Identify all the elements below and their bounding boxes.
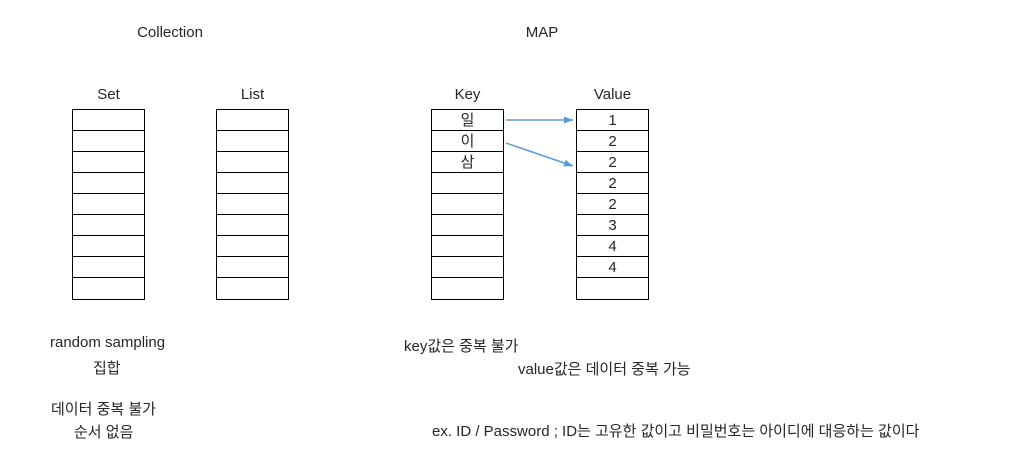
map-title: MAP xyxy=(525,24,559,41)
note-data-no-duplicate: 데이터 중복 불가 xyxy=(51,401,156,418)
list-cell xyxy=(217,173,288,194)
note-key-no-duplicate: key값은 중복 불가 xyxy=(404,338,519,355)
key-column: Key 일 이 삼 xyxy=(431,86,504,300)
note-value-duplicate-ok: value값은 데이터 중복 가능 xyxy=(518,361,691,378)
key-cell: 일 xyxy=(432,110,503,131)
list-cell xyxy=(217,194,288,215)
key-cell xyxy=(432,173,503,194)
set-cell xyxy=(73,194,144,215)
set-column-label: Set xyxy=(97,86,120,103)
set-cell xyxy=(73,110,144,131)
note-set-korean: 집합 xyxy=(93,360,121,377)
key-cells: 일 이 삼 xyxy=(431,109,504,300)
list-cell xyxy=(217,278,288,299)
key-cell xyxy=(432,194,503,215)
note-id-password-example: ex. ID / Password ; ID는 고유한 값이고 비밀번호는 아이… xyxy=(432,423,920,440)
arrow-key2-to-value3 xyxy=(505,142,574,167)
key-cell xyxy=(432,257,503,278)
list-cell xyxy=(217,110,288,131)
note-no-order: 순서 없음 xyxy=(74,424,134,441)
set-column: Set xyxy=(72,86,145,300)
list-cell xyxy=(217,131,288,152)
set-cell xyxy=(73,173,144,194)
value-cell xyxy=(577,278,648,299)
note-random-sampling: random sampling xyxy=(50,334,166,351)
value-cell: 2 xyxy=(577,131,648,152)
key-cell xyxy=(432,236,503,257)
value-cell: 3 xyxy=(577,215,648,236)
value-cell: 1 xyxy=(577,110,648,131)
list-column-label: List xyxy=(240,86,265,103)
set-cell xyxy=(73,131,144,152)
value-cell: 2 xyxy=(577,173,648,194)
value-cell: 4 xyxy=(577,236,648,257)
list-cell xyxy=(217,236,288,257)
value-cell: 2 xyxy=(577,194,648,215)
key-column-label: Key xyxy=(454,86,481,103)
key-cell: 이 xyxy=(432,131,503,152)
list-cell xyxy=(217,257,288,278)
set-cell xyxy=(73,278,144,299)
list-cell xyxy=(217,152,288,173)
value-column: Value 1 2 2 2 2 3 4 4 xyxy=(576,86,649,300)
value-cell: 2 xyxy=(577,152,648,173)
list-column: List xyxy=(216,86,289,300)
set-cell xyxy=(73,236,144,257)
list-cell xyxy=(217,215,288,236)
key-cell: 삼 xyxy=(432,152,503,173)
value-cells: 1 2 2 2 2 3 4 4 xyxy=(576,109,649,300)
key-cell xyxy=(432,278,503,299)
value-column-label: Value xyxy=(593,86,632,103)
set-cell xyxy=(73,152,144,173)
collection-title: Collection xyxy=(137,24,203,41)
set-cell xyxy=(73,257,144,278)
key-cell xyxy=(432,215,503,236)
list-cells xyxy=(216,109,289,300)
set-cells xyxy=(72,109,145,300)
value-cell: 4 xyxy=(577,257,648,278)
set-cell xyxy=(73,215,144,236)
